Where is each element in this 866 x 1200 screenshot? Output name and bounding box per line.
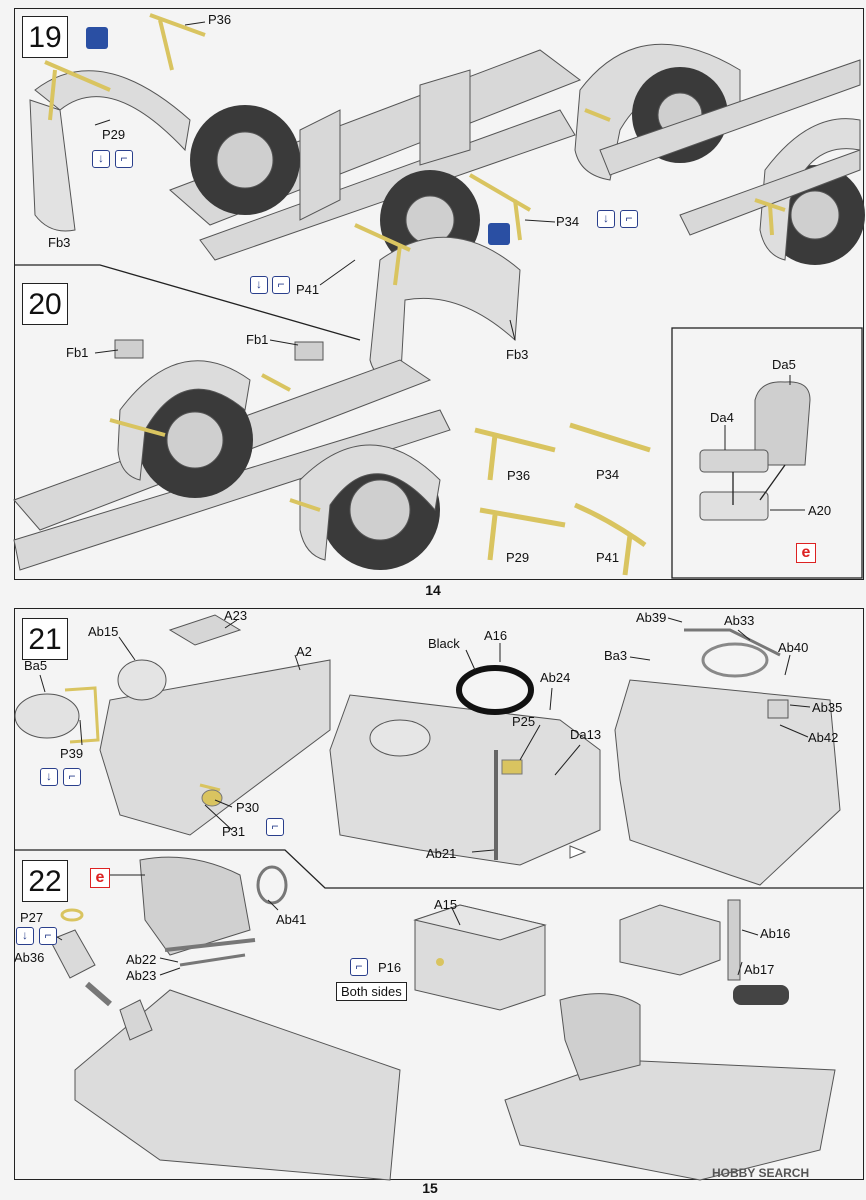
label-p31: P31: [222, 824, 246, 839]
label-ba3: Ba3: [604, 648, 628, 663]
watermark: HOBBY SEARCH: [712, 1166, 810, 1180]
page-15: 21 Ab15 A23 A2 Ba5 P39 ↓ ⌐ P30 P31 ⌐ Bla…: [0, 600, 866, 1200]
step-19-number: 19: [22, 16, 68, 58]
label-ab41: Ab41: [276, 912, 307, 927]
label-ab35: Ab35: [812, 700, 843, 715]
step-21-number: 21: [22, 618, 68, 660]
e-badge: e: [796, 543, 816, 563]
page-number-14: 14: [425, 582, 441, 598]
label-p25: P25: [512, 714, 536, 729]
label-da4: Da4: [710, 410, 734, 425]
label-ab33: Ab33: [724, 613, 755, 628]
label-da13: Da13: [570, 727, 602, 742]
bend-down-icon: ↓: [40, 768, 58, 786]
label-a16: A16: [484, 628, 508, 643]
label-ba5: Ba5: [24, 658, 48, 673]
bend-down-icon: ↓: [250, 276, 268, 294]
page-14-frame: [14, 8, 864, 580]
glue-point-icon: ⌐: [63, 768, 81, 786]
label-ab15: Ab15: [88, 624, 119, 639]
label-ab22: Ab22: [126, 952, 157, 967]
glue-point-icon: ⌐: [266, 818, 284, 836]
label-both-sides: Both sides: [336, 982, 407, 1001]
page-14: 19 P36 P29 ↓ ⌐ Fb3 P41 ↓ ⌐ P34 ↓ ⌐ Fb3 2…: [13, 8, 865, 598]
label-ab39: Ab39: [636, 610, 667, 625]
label-ab40: Ab40: [778, 640, 809, 655]
label-ab24: Ab24: [540, 670, 571, 685]
page-15-drawing: [14, 614, 864, 1181]
page-15-frame: [14, 608, 864, 1180]
glue-icon: [86, 27, 108, 49]
label-ab42: Ab42: [808, 730, 839, 745]
label-ab23: Ab23: [126, 968, 157, 983]
label-p29-loose: P29: [506, 550, 530, 565]
bend-down-icon: ↓: [92, 150, 110, 168]
label-p41-loose: P41: [596, 550, 620, 565]
bend-down-icon: ↓: [16, 927, 34, 945]
label-fb3-left: Fb3: [48, 235, 71, 250]
label-p27: P27: [20, 910, 44, 925]
step-20-number: 20: [22, 283, 68, 325]
label-p34-loose: P34: [596, 467, 620, 482]
glue-point-icon: ⌐: [272, 276, 290, 294]
label-ab16: Ab16: [760, 926, 791, 941]
label-p36: P36: [208, 12, 232, 27]
label-p34-step19: P34: [556, 214, 580, 229]
label-a23: A23: [224, 608, 248, 623]
glue-point-icon: ⌐: [39, 927, 57, 945]
label-p41-step19: P41: [296, 282, 320, 297]
label-a15: A15: [434, 897, 458, 912]
label-p29: P29: [102, 127, 126, 142]
e-badge: e: [90, 868, 110, 888]
bend-down-icon: ↓: [597, 210, 615, 228]
glue-point-icon: ⌐: [350, 958, 368, 976]
label-da5: Da5: [772, 357, 796, 372]
label-black: Black: [428, 636, 460, 651]
label-ab17: Ab17: [744, 962, 775, 977]
label-p16: P16: [378, 960, 402, 975]
glue-icon: [488, 223, 510, 245]
label-p30: P30: [236, 800, 260, 815]
label-p39: P39: [60, 746, 84, 761]
glue-point-icon: ⌐: [115, 150, 133, 168]
step-22-number: 22: [22, 860, 68, 902]
label-p36-loose: P36: [507, 468, 531, 483]
label-fb1-left: Fb1: [66, 345, 89, 360]
label-ab36: Ab36: [14, 950, 45, 965]
label-a20: A20: [808, 503, 832, 518]
label-fb1-right: Fb1: [246, 332, 269, 347]
label-a2: A2: [296, 644, 312, 659]
glue-point-icon: ⌐: [620, 210, 638, 228]
page-number-15: 15: [422, 1180, 438, 1196]
label-fb3-right: Fb3: [506, 347, 529, 362]
label-ab21: Ab21: [426, 846, 457, 861]
page-14-drawing: [13, 13, 865, 579]
